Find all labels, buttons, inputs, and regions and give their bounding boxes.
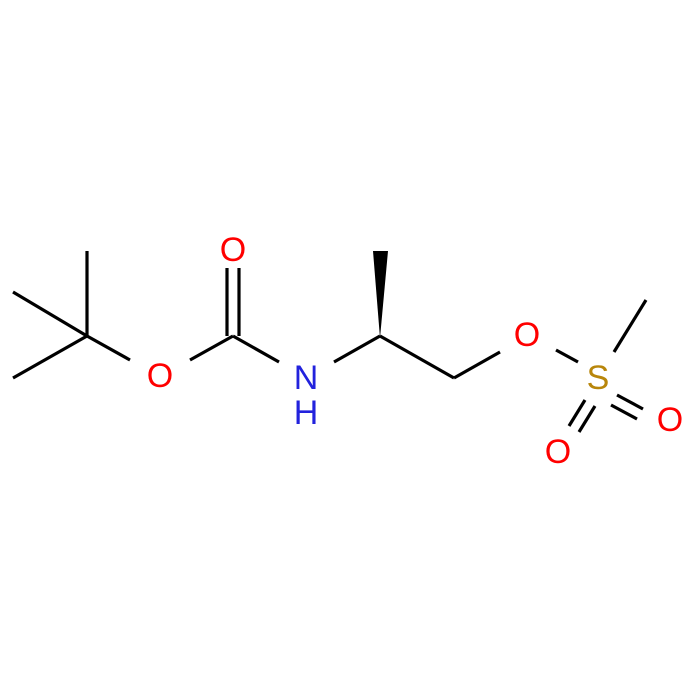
atom-nitrogen: N bbox=[294, 359, 319, 397]
bond-s-o-right-b bbox=[610, 403, 638, 421]
atom-hydrogen: H bbox=[294, 394, 319, 432]
bond-s-o-right-a bbox=[616, 393, 644, 411]
bond-s-to-methyl bbox=[612, 299, 648, 353]
bond-tbu-left-up bbox=[12, 290, 88, 338]
bond-ester-o-to-carbonyl bbox=[189, 334, 234, 362]
bond-n-to-chiral bbox=[333, 334, 381, 364]
bond-ch2-to-o bbox=[453, 350, 501, 380]
bond-s-o-bottom-b bbox=[577, 405, 597, 433]
bond-chiral-to-ch2 bbox=[379, 334, 455, 380]
bond-tbu-to-ester-o bbox=[86, 334, 131, 362]
atom-mesylate-oxygen: O bbox=[514, 316, 540, 354]
bond-carbonyl-to-n bbox=[232, 334, 280, 364]
bond-o-to-s bbox=[555, 348, 579, 364]
atom-carbonyl-oxygen: O bbox=[220, 231, 246, 269]
atom-ester-oxygen: O bbox=[147, 357, 173, 395]
bond-tbu-left-down bbox=[12, 334, 88, 380]
atom-sulfonyl-oxygen-bottom: O bbox=[545, 433, 571, 471]
atom-sulfonyl-oxygen-right: O bbox=[657, 401, 683, 439]
bond-s-o-bottom-a bbox=[567, 399, 587, 427]
atom-sulfur: S bbox=[587, 359, 610, 397]
stereo-wedge-bond bbox=[373, 251, 388, 338]
